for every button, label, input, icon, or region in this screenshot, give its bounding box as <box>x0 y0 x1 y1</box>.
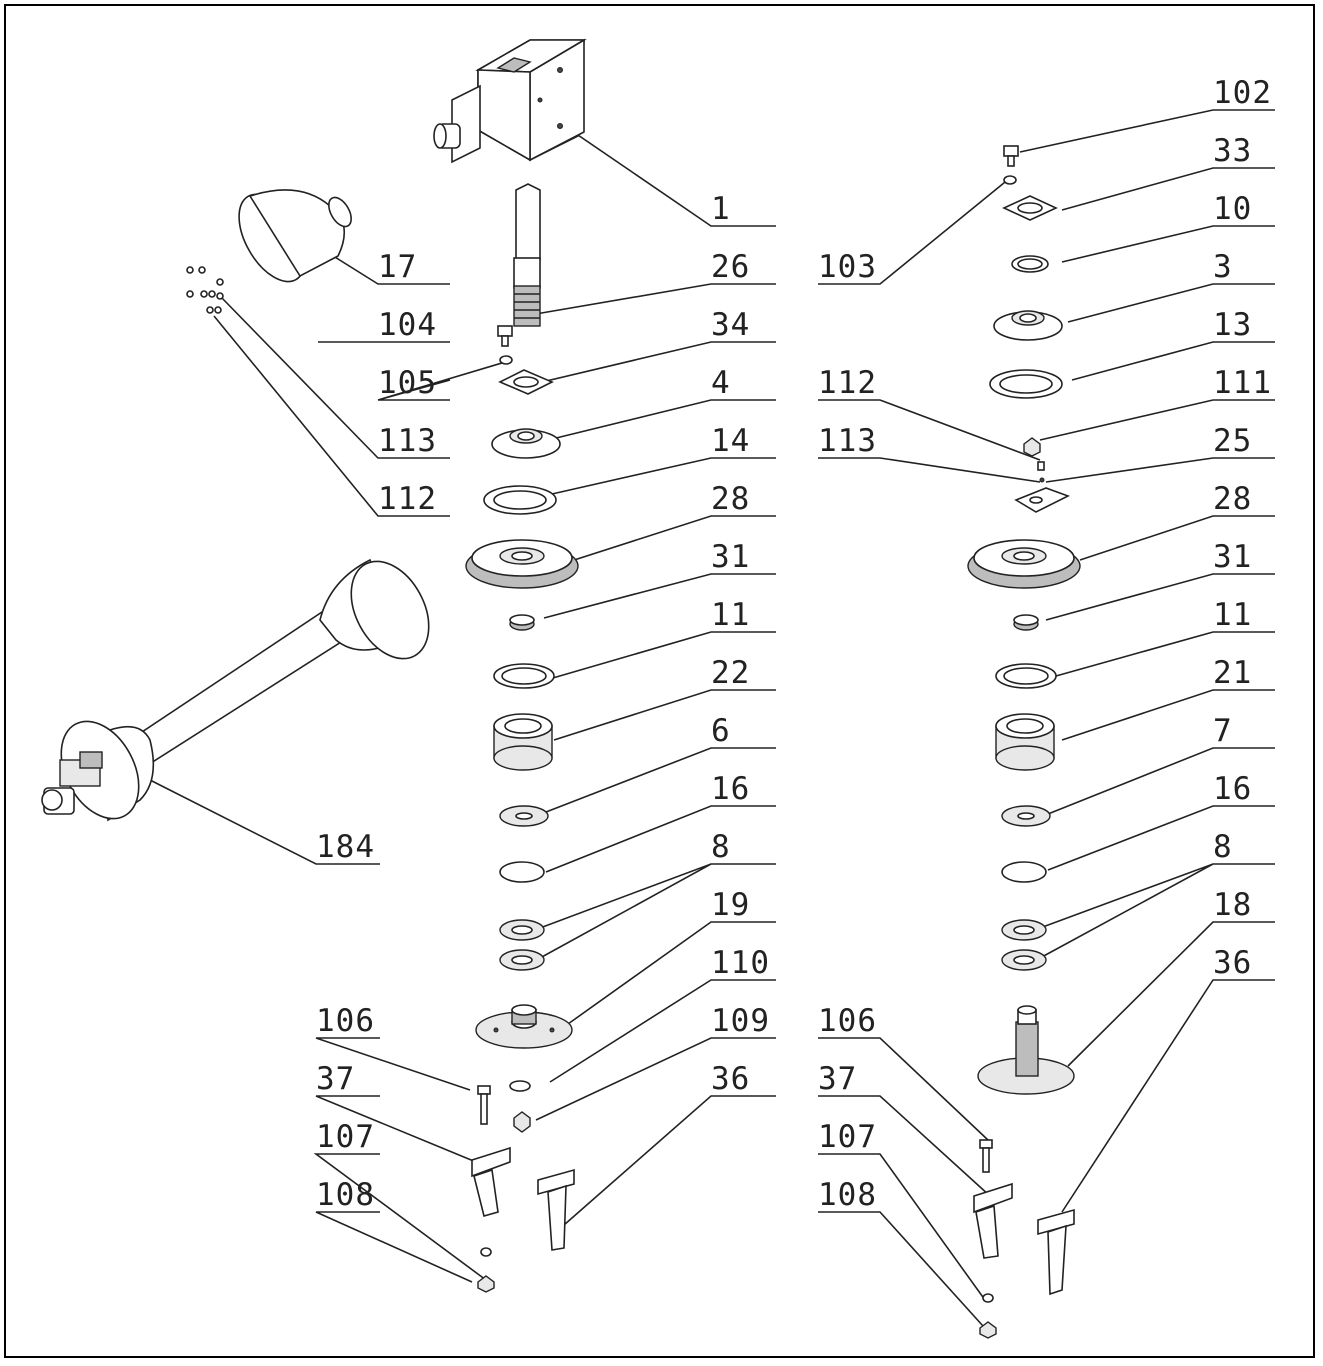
drawing-frame <box>4 4 1315 1358</box>
callout-11-left: 11 <box>711 597 750 633</box>
callout-19: 19 <box>711 887 750 923</box>
shaft-part-26 <box>513 183 541 327</box>
callout-113-left: 113 <box>378 423 437 459</box>
callout-labels: 102 33 1 10 17 26 103 3 104 34 13 105 4 … <box>316 75 1272 1213</box>
callout-105: 105 <box>378 365 437 401</box>
callout-4: 4 <box>711 365 731 401</box>
callout-18: 18 <box>1213 887 1252 923</box>
callout-28-left: 28 <box>711 481 750 517</box>
callout-107-left: 107 <box>316 1119 375 1155</box>
callout-17: 17 <box>378 249 417 285</box>
callout-8-left: 8 <box>711 829 731 865</box>
callout-22: 22 <box>711 655 750 691</box>
leader-lines <box>149 109 1275 1327</box>
callout-25: 25 <box>1213 423 1252 459</box>
small-hardware-left <box>186 266 224 314</box>
callout-111: 111 <box>1213 365 1272 401</box>
callout-6: 6 <box>711 713 731 749</box>
callout-10: 10 <box>1213 191 1252 227</box>
callout-3: 3 <box>1213 249 1233 285</box>
callout-26: 26 <box>711 249 750 285</box>
callout-184: 184 <box>316 829 375 865</box>
right-part-stack <box>967 145 1081 1339</box>
callout-34: 34 <box>711 307 750 343</box>
callout-108-left: 108 <box>316 1177 375 1213</box>
callout-14: 14 <box>711 423 750 459</box>
callout-106-right: 106 <box>818 1003 877 1039</box>
callout-7: 7 <box>1213 713 1233 749</box>
callout-107-right: 107 <box>818 1119 877 1155</box>
callout-104: 104 <box>378 307 437 343</box>
callout-109: 109 <box>711 1003 770 1039</box>
callout-31-left: 31 <box>711 539 750 575</box>
callout-110: 110 <box>711 945 770 981</box>
callout-21: 21 <box>1213 655 1252 691</box>
callout-28-right: 28 <box>1213 481 1252 517</box>
callout-16-right: 16 <box>1213 771 1252 807</box>
callout-112-left: 112 <box>378 481 437 517</box>
left-part-stack <box>465 325 579 1293</box>
callout-37-left: 37 <box>316 1061 355 1097</box>
callout-16-left: 16 <box>711 771 750 807</box>
callout-13: 13 <box>1213 307 1252 343</box>
callout-102: 102 <box>1213 75 1272 111</box>
callout-36-right: 36 <box>1213 945 1252 981</box>
callout-103: 103 <box>818 249 877 285</box>
callout-112-right: 112 <box>818 365 877 401</box>
gearbox-part-1 <box>433 38 587 164</box>
callout-11-right: 11 <box>1213 597 1252 633</box>
cup-part-17 <box>238 189 352 283</box>
callout-106-left: 106 <box>316 1003 375 1039</box>
callout-1: 1 <box>711 191 731 227</box>
callout-36-left: 36 <box>711 1061 750 1097</box>
callout-113-right: 113 <box>818 423 877 459</box>
pto-shaft-part-184 <box>41 558 430 822</box>
callout-108-right: 108 <box>818 1177 877 1213</box>
callout-31-right: 31 <box>1213 539 1252 575</box>
callout-37-right: 37 <box>818 1061 857 1097</box>
callout-33: 33 <box>1213 133 1252 169</box>
callout-8-right: 8 <box>1213 829 1233 865</box>
